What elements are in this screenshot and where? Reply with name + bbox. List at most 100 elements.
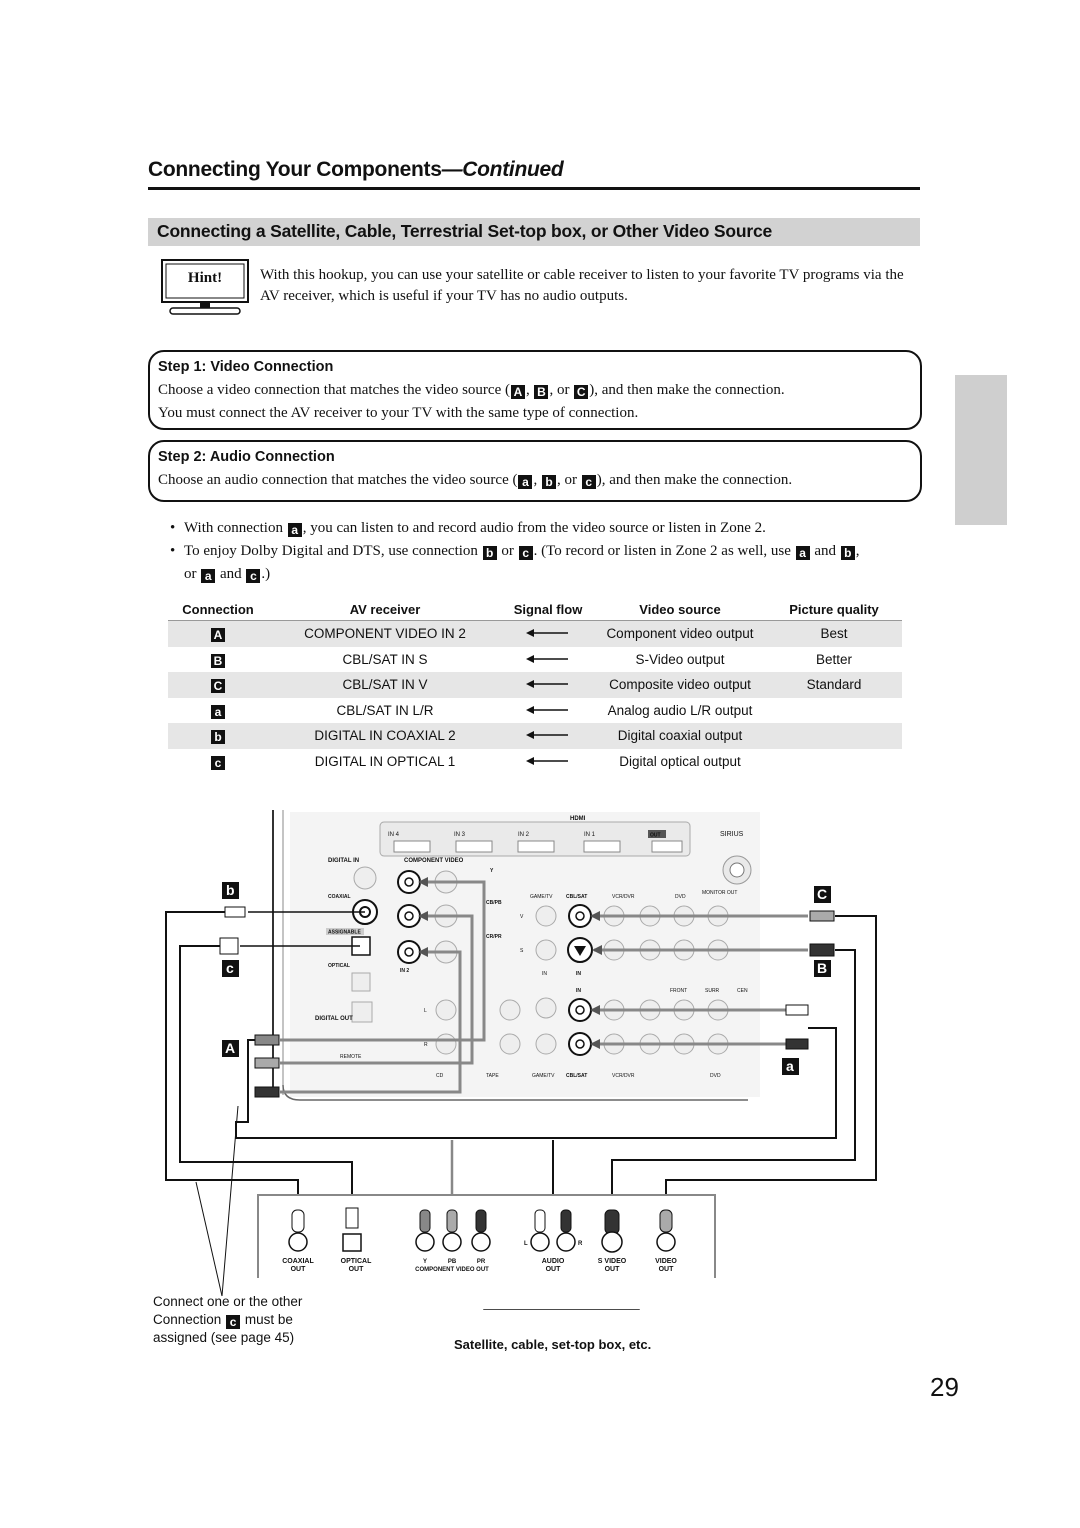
connection-badge: A: [211, 628, 225, 643]
connection-diagram: HDMI IN 4 IN 3 IN 2 IN 1 OUT SIRIUS DIGI…: [165, 810, 877, 1310]
signal-flow-cell: [502, 749, 594, 775]
quality-cell: [766, 749, 902, 775]
header-rule: [148, 187, 920, 190]
src-video-label: VIDEO: [655, 1258, 677, 1265]
quality-cell: Best: [766, 620, 902, 647]
monitor-out-label: MONITOR OUT: [702, 890, 737, 896]
badge-B: B: [534, 385, 549, 399]
step1-title: Step 1: Video Connection: [158, 359, 334, 375]
step1-line1: Choose a video connection that matches t…: [158, 382, 785, 399]
src-y-label: Y: [423, 1259, 427, 1265]
cbl-sat-label: CBL/SAT: [566, 894, 587, 900]
source-cell: Component video output: [594, 620, 766, 647]
diagram-badge-C: C: [817, 886, 827, 902]
diagram-badge-A: A: [225, 1040, 235, 1056]
receiver-cell: CBL/SAT IN S: [342, 651, 428, 667]
badge-a: a: [287, 523, 302, 537]
cd-label: CD: [436, 1073, 444, 1079]
page-header-title: Connecting Your Components—Continued: [148, 158, 564, 181]
table-header-cell: Video source: [594, 598, 766, 621]
v-label: V: [520, 914, 524, 920]
badge-b: b: [541, 475, 556, 489]
hint-text: With this hookup, you can use your satel…: [260, 267, 904, 304]
quality-cell: Standard: [766, 672, 902, 698]
hdmi-in2-label: IN 2: [518, 832, 530, 838]
hint-label: Hint!: [187, 270, 223, 286]
hdmi-in3-label: IN 3: [454, 832, 466, 838]
src-audio-label: AUDIO: [542, 1258, 565, 1265]
receiver-back-panel: HDMI IN 4 IN 3 IN 2 IN 1 OUT SIRIUS DIGI…: [272, 810, 760, 1101]
in-label: IN: [576, 988, 581, 994]
vcr-dvr-label: VCR/DVR: [612, 1073, 635, 1079]
src-pb-label: PB: [448, 1259, 457, 1265]
cen-label: CEN: [737, 988, 748, 994]
arrow-left-icon: [526, 654, 568, 663]
hdmi-label: HDMI: [570, 816, 586, 822]
game-tv-label: GAME/TV: [532, 1073, 555, 1079]
diagram-badges: b c A C B a: [222, 882, 831, 1075]
source-cell: Digital optical output: [619, 753, 741, 769]
cbl-sat-label: CBL/SAT: [566, 1073, 587, 1079]
in-label: IN: [542, 971, 547, 977]
bullet-item: With connection a, you can listen to and…: [170, 517, 910, 540]
diagram-badge-c: c: [226, 960, 234, 976]
sirius-label: SIRIUS: [720, 831, 744, 838]
badge-c: c: [226, 1315, 241, 1329]
connection-badge: C: [211, 679, 225, 694]
source-cell: Digital coaxial output: [594, 723, 766, 749]
source-device-panel: COAXIAL OUT OPTICAL OUT Y PB PR COMPONEN…: [257, 1194, 716, 1278]
step2-title: Step 2: Audio Connection: [158, 449, 335, 465]
bullet-list: With connection a, you can listen to and…: [170, 517, 910, 586]
callout-text: Connect one or the other Connection c mu…: [153, 1293, 353, 1347]
step1-line2: You must connect the AV receiver to your…: [158, 405, 639, 421]
table-header-cell: Signal flow: [502, 598, 594, 621]
src-out-label: OUT: [349, 1266, 365, 1273]
hdmi-in4-label: IN 4: [388, 832, 400, 838]
callout-line: Connect one or the other: [153, 1294, 303, 1309]
bullet-item: To enjoy Dolby Digital and DTS, use conn…: [170, 540, 910, 586]
signal-flow-cell: [502, 698, 594, 724]
table-row: b DIGITAL IN COAXIAL 2 Digital coaxial o…: [168, 723, 902, 749]
receiver-cell: COMPONENT VIDEO IN 2: [268, 620, 502, 647]
dvd-label: DVD: [675, 894, 686, 900]
table-row: B CBL/SAT IN S S-Video output Better: [168, 647, 902, 673]
in-label: IN: [576, 971, 581, 977]
section-title: Connecting a Satellite, Cable, Terrestri…: [157, 221, 773, 241]
signal-flow-cell: [502, 620, 594, 647]
badge-c: c: [581, 475, 596, 489]
cable-plugs: [219, 906, 835, 1098]
quality-cell: [766, 698, 902, 724]
connection-badge: B: [211, 653, 225, 668]
signal-flow-cell: [502, 672, 594, 698]
hint-icon: Hint!: [160, 258, 250, 318]
table-header-row: Connection AV receiver Signal flow Video…: [168, 598, 902, 621]
callout-lines: [195, 1105, 239, 1297]
src-out-label: OUT: [291, 1266, 307, 1273]
hdmi-out-label: OUT: [650, 833, 661, 839]
arrow-left-icon: [526, 629, 568, 638]
receiver-cell: DIGITAL IN COAXIAL 2: [268, 723, 502, 749]
source-cell: Composite video output: [594, 672, 766, 698]
step2-box: [148, 440, 922, 502]
dvd-label: DVD: [710, 1073, 721, 1079]
digital-in-label: DIGITAL IN: [328, 858, 359, 864]
table-header-cell: Picture quality: [766, 598, 902, 621]
callout-line: assigned (see page 45): [153, 1330, 295, 1345]
src-out-label: OUT: [659, 1266, 675, 1273]
arrow-left-icon: [526, 705, 568, 714]
src-pr-label: PR: [477, 1259, 486, 1265]
table-header-cell: Connection: [168, 598, 268, 621]
table-row: C CBL/SAT IN V Composite video output St…: [168, 672, 902, 698]
src-svideo-label: S VIDEO: [598, 1258, 627, 1265]
signal-flow-cell: [502, 723, 594, 749]
r-label: R: [424, 1042, 428, 1048]
diagram-badge-B: B: [817, 960, 827, 976]
src-l-label: L: [524, 1241, 528, 1247]
tape-label: TAPE: [486, 1073, 499, 1079]
component-video-label: COMPONENT VIDEO: [404, 858, 464, 864]
connection-badge: c: [211, 755, 225, 770]
source-cell: Analog audio L/R output: [607, 702, 753, 718]
table-row: A COMPONENT VIDEO IN 2 Component video o…: [168, 620, 902, 647]
y-label: Y: [490, 868, 494, 874]
hdmi-in1-label: IN 1: [584, 832, 596, 838]
